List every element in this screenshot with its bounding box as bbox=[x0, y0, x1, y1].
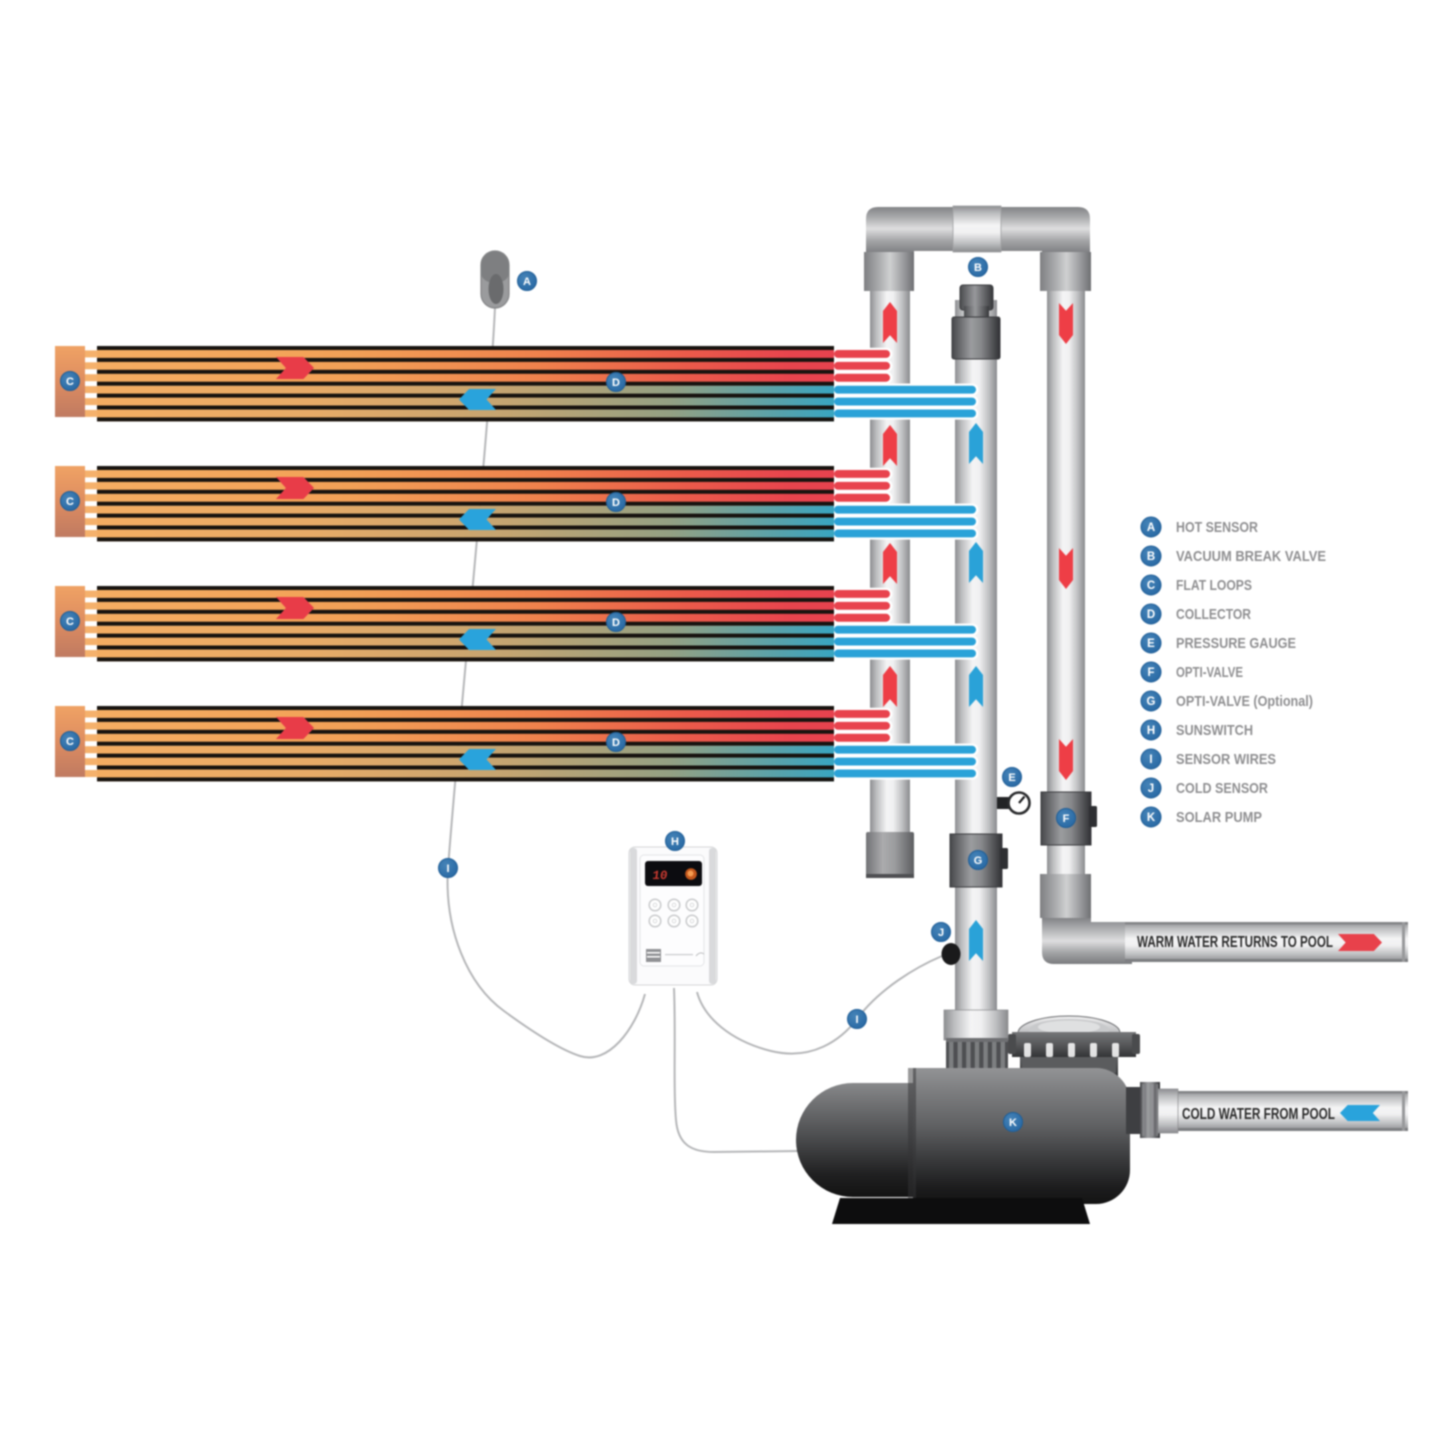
svg-text:H: H bbox=[671, 836, 679, 848]
svg-text:C: C bbox=[66, 376, 74, 388]
svg-text:D: D bbox=[612, 617, 620, 629]
svg-text:A: A bbox=[1147, 522, 1155, 534]
svg-text:F: F bbox=[1063, 813, 1070, 825]
svg-text:I: I bbox=[855, 1014, 858, 1026]
svg-text:J: J bbox=[1148, 783, 1154, 795]
svg-text:C: C bbox=[66, 616, 74, 628]
svg-text:A: A bbox=[523, 276, 531, 288]
svg-text:C: C bbox=[66, 496, 74, 508]
svg-text:K: K bbox=[1009, 1117, 1017, 1129]
svg-text:G: G bbox=[974, 855, 983, 867]
svg-text:HOT SENSOR: HOT SENSOR bbox=[1176, 519, 1258, 536]
svg-text:B: B bbox=[1147, 551, 1155, 563]
svg-text:OPTI-VALVE (Optional): OPTI-VALVE (Optional) bbox=[1176, 693, 1313, 710]
svg-text:D: D bbox=[612, 737, 620, 749]
svg-text:COLD WATER FROM POOL: COLD WATER FROM POOL bbox=[1182, 1106, 1335, 1123]
svg-text:COLD SENSOR: COLD SENSOR bbox=[1176, 780, 1268, 797]
svg-text:B: B bbox=[974, 262, 982, 274]
svg-text:COLLECTOR: COLLECTOR bbox=[1176, 606, 1251, 623]
svg-text:K: K bbox=[1147, 812, 1156, 824]
svg-text:10: 10 bbox=[651, 869, 668, 883]
svg-text:E: E bbox=[1147, 638, 1155, 650]
svg-text:E: E bbox=[1008, 772, 1015, 784]
svg-text:D: D bbox=[612, 497, 620, 509]
svg-text:VACUUM BREAK VALVE: VACUUM BREAK VALVE bbox=[1176, 548, 1326, 565]
svg-text:D: D bbox=[612, 377, 620, 389]
svg-text:G: G bbox=[1147, 696, 1156, 708]
svg-text:FLAT LOOPS: FLAT LOOPS bbox=[1176, 577, 1252, 594]
svg-text:C: C bbox=[66, 736, 74, 748]
svg-text:SUNSWITCH: SUNSWITCH bbox=[1176, 722, 1253, 739]
svg-text:D: D bbox=[1147, 609, 1155, 621]
svg-text:C: C bbox=[1147, 580, 1155, 592]
svg-text:J: J bbox=[938, 927, 944, 939]
svg-text:SOLAR PUMP: SOLAR PUMP bbox=[1176, 809, 1262, 826]
svg-text:I: I bbox=[1149, 754, 1152, 766]
svg-text:OPTI-VALVE: OPTI-VALVE bbox=[1176, 664, 1243, 681]
svg-text:F: F bbox=[1147, 667, 1154, 679]
svg-text:H: H bbox=[1147, 725, 1155, 737]
svg-text:I: I bbox=[446, 863, 449, 875]
svg-text:PRESSURE GAUGE: PRESSURE GAUGE bbox=[1176, 635, 1296, 652]
svg-text:WARM WATER RETURNS TO POOL: WARM WATER RETURNS TO POOL bbox=[1137, 934, 1333, 951]
svg-text:SENSOR WIRES: SENSOR WIRES bbox=[1176, 751, 1276, 768]
